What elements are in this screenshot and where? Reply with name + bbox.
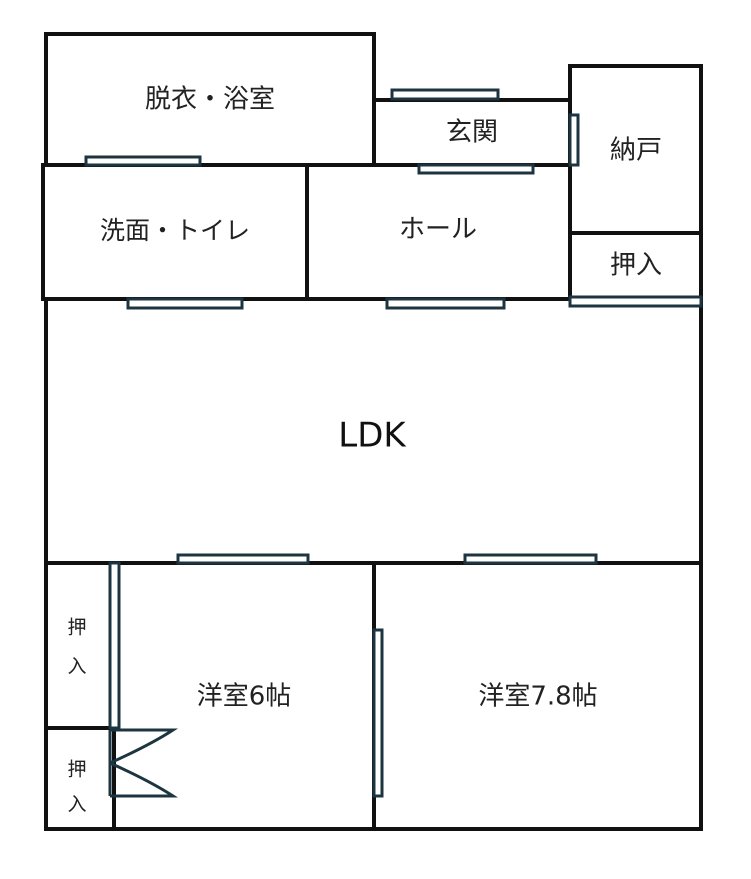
closet-door-leaf-lower xyxy=(109,761,179,798)
label-closet-left-upper-1: 押 xyxy=(67,617,86,639)
room-closet-top xyxy=(568,231,703,301)
label-hall: ホール xyxy=(399,215,477,245)
label-bath: 脱衣・浴室 xyxy=(145,85,275,115)
room-bath xyxy=(44,32,376,167)
door-bath xyxy=(84,155,202,167)
room-closet-left-lower xyxy=(44,726,116,831)
label-closet-left-lower-1: 押 xyxy=(67,759,86,781)
label-closet-left-lower-2: 入 xyxy=(67,794,86,816)
label-western-6: 洋室6帖 xyxy=(197,682,292,712)
label-storage: 納戸 xyxy=(610,136,662,166)
closet-door-leaf-upper xyxy=(109,728,179,765)
room-western-78 xyxy=(372,561,703,831)
room-hall xyxy=(305,163,572,301)
label-ldk: LDK xyxy=(338,416,407,456)
door-western-78-side xyxy=(372,628,384,798)
door-entrance-top xyxy=(390,88,500,101)
room-closet-left-upper xyxy=(44,561,116,730)
label-entrance: 玄関 xyxy=(446,118,498,148)
door-closet-left-upper xyxy=(108,561,121,730)
label-western-78: 洋室7.8帖 xyxy=(478,682,597,712)
door-western-6 xyxy=(176,553,310,565)
door-western-78 xyxy=(463,553,598,565)
label-closet-top: 押入 xyxy=(610,251,662,281)
door-washroom xyxy=(126,297,244,310)
door-hall xyxy=(385,297,506,310)
label-closet-left-upper-2: 入 xyxy=(67,656,86,678)
label-washroom: 洗面・トイレ xyxy=(100,216,250,245)
door-entrance-bottom xyxy=(417,163,535,175)
door-closet-top xyxy=(568,295,703,308)
door-storage xyxy=(568,113,580,167)
